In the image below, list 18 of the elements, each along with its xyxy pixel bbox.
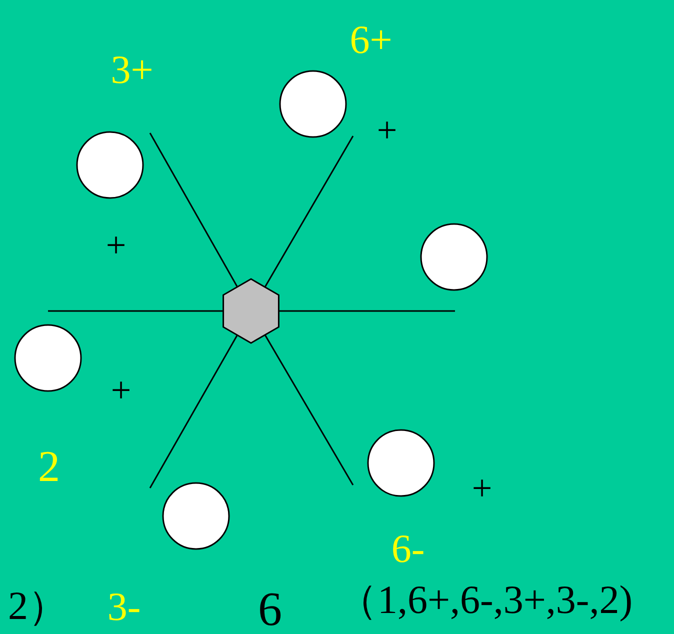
caption-text: （1,6+,6-,3+,3-,2) — [337, 580, 633, 620]
plus-sign: + — [110, 372, 132, 408]
charge-label: 3+ — [110, 50, 154, 90]
circle-shape — [76, 131, 144, 199]
charge-label: 6- — [391, 529, 425, 569]
plus-sign: + — [472, 470, 492, 506]
charge-label: 6+ — [350, 20, 392, 60]
circle-shape — [367, 429, 435, 497]
circle-shape — [14, 324, 82, 392]
charge-label: 2 — [38, 445, 60, 489]
caption-text: 6 — [258, 586, 282, 634]
circle-shape — [162, 482, 230, 550]
caption-text: 2） — [8, 586, 68, 626]
circle-shape — [420, 223, 488, 291]
plus-sign: + — [376, 112, 398, 148]
circle-shape — [279, 70, 347, 138]
charge-label: 3- — [107, 587, 141, 627]
plus-sign: + — [106, 227, 126, 263]
